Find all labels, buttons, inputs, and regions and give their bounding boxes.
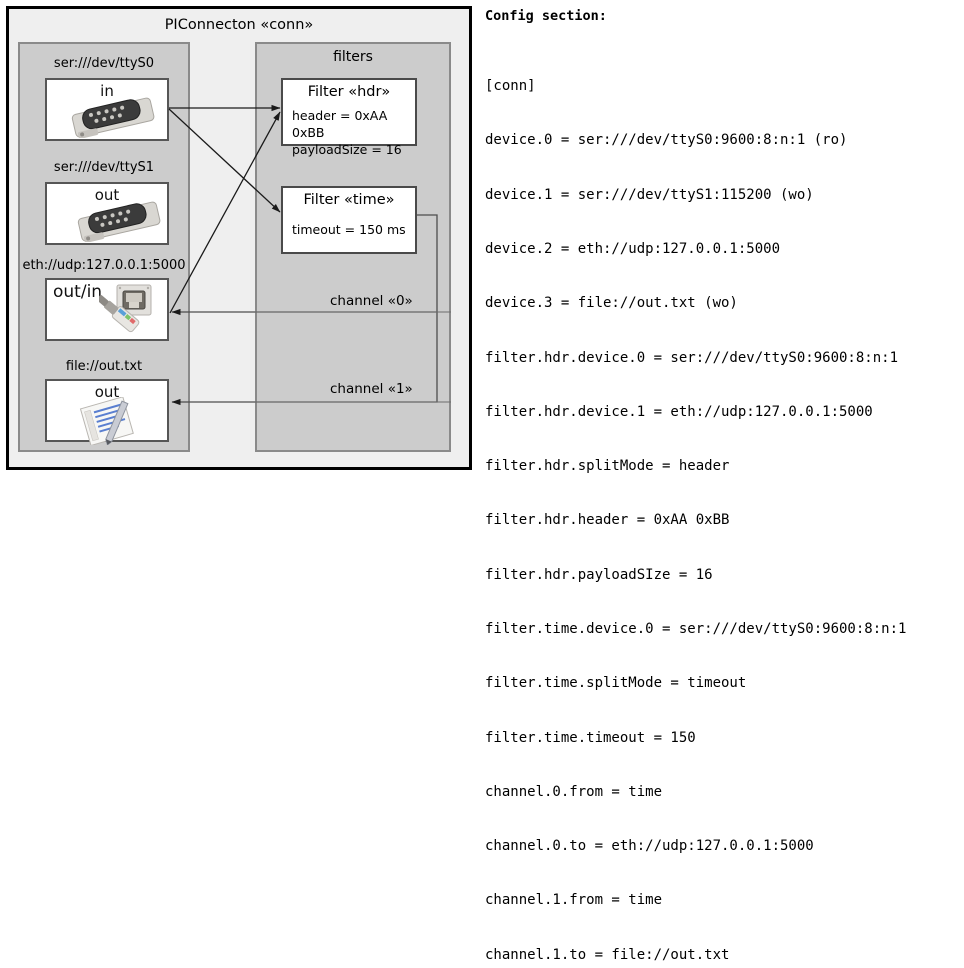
config-line: channel.1.from = time	[485, 892, 663, 909]
ethernet-socket-icon	[97, 283, 167, 341]
config-line: device.2 = eth://udp:127.0.0.1:5000	[485, 241, 781, 258]
device-box-file[interactable]: out	[45, 379, 169, 447]
serial-port-icon	[69, 200, 169, 243]
filter-attr: timeout = 150 ms	[292, 222, 406, 237]
config-line: [conn]	[485, 78, 536, 95]
diagram-panel: PIConnecton «conn» filters ser:///dev/tt…	[0, 0, 478, 484]
device-box-ttys0[interactable]: in	[45, 78, 169, 141]
filter-attr: header = 0xAA 0xBB	[292, 108, 388, 140]
config-line: filter.time.splitMode = timeout	[485, 675, 747, 692]
device-box-ttys1[interactable]: out	[45, 182, 169, 245]
config-line: filter.time.device.0 = ser:///dev/ttyS0:…	[485, 621, 907, 637]
device-label-ttys1: ser:///dev/ttyS1	[53, 160, 155, 175]
config-panel: Config section: [conn] device.0 = ser://…	[478, 0, 964, 963]
device-label-eth: eth://udp:127.0.0.1:5000	[22, 258, 186, 273]
device-box-eth[interactable]: out/in	[45, 278, 169, 341]
filter-box-time[interactable]: Filter «time» timeout = 150 ms	[281, 186, 417, 254]
channel-label-0: channel «0»	[330, 293, 413, 309]
config-line: device.1 = ser:///dev/ttyS1:115200 (wo)	[485, 186, 814, 203]
serial-port-icon	[63, 96, 163, 139]
diagram-title: PIConnecton «conn»	[164, 17, 314, 33]
config-line: channel.0.to = eth://udp:127.0.0.1:5000	[485, 838, 814, 855]
text-file-icon	[75, 396, 147, 447]
config-line: filter.hdr.payloadSIze = 16	[485, 566, 713, 583]
config-line: channel.1.to = file://out.txt	[485, 946, 730, 963]
config-text-block: [conn] device.0 = ser:///dev/ttyS0:9600:…	[485, 41, 906, 968]
filter-box-hdr[interactable]: Filter «hdr» header = 0xAA 0xBB payloadS…	[281, 78, 417, 157]
config-line: device.3 = file://out.txt (wo)	[485, 295, 738, 312]
filter-title-hdr: Filter «hdr»	[307, 84, 391, 100]
device-label-ttys0: ser:///dev/ttyS0	[53, 56, 155, 71]
device-direction-ttys0: in	[100, 82, 114, 100]
config-line: filter.hdr.device.0 = ser:///dev/ttyS0:9…	[485, 349, 899, 366]
config-line: filter.hdr.device.1 = eth://udp:127.0.0.…	[485, 403, 873, 420]
filter-title-time: Filter «time»	[303, 192, 395, 208]
config-line: filter.hdr.header = 0xAA 0xBB	[485, 512, 730, 529]
filters-group-title: filters	[333, 49, 373, 65]
config-line: filter.hdr.splitMode = header	[485, 458, 730, 475]
device-direction-file: out	[94, 383, 120, 401]
channel-label-1: channel «1»	[330, 381, 413, 397]
filter-attrs-time: timeout = 150 ms	[292, 221, 406, 238]
config-heading: Config section:	[485, 8, 607, 24]
filter-attrs-hdr: header = 0xAA 0xBB payloadSize = 16	[292, 107, 415, 158]
config-line: device.0 = ser:///dev/ttyS0:9600:8:n:1 (…	[485, 132, 848, 149]
config-line: filter.time.timeout = 150	[485, 729, 696, 746]
device-direction-eth: out/in	[53, 282, 103, 302]
device-label-file: file://out.txt	[65, 359, 143, 374]
device-direction-ttys1: out	[94, 186, 120, 204]
filter-attr: payloadSize = 16	[292, 142, 402, 157]
config-line: channel.0.from = time	[485, 783, 663, 800]
